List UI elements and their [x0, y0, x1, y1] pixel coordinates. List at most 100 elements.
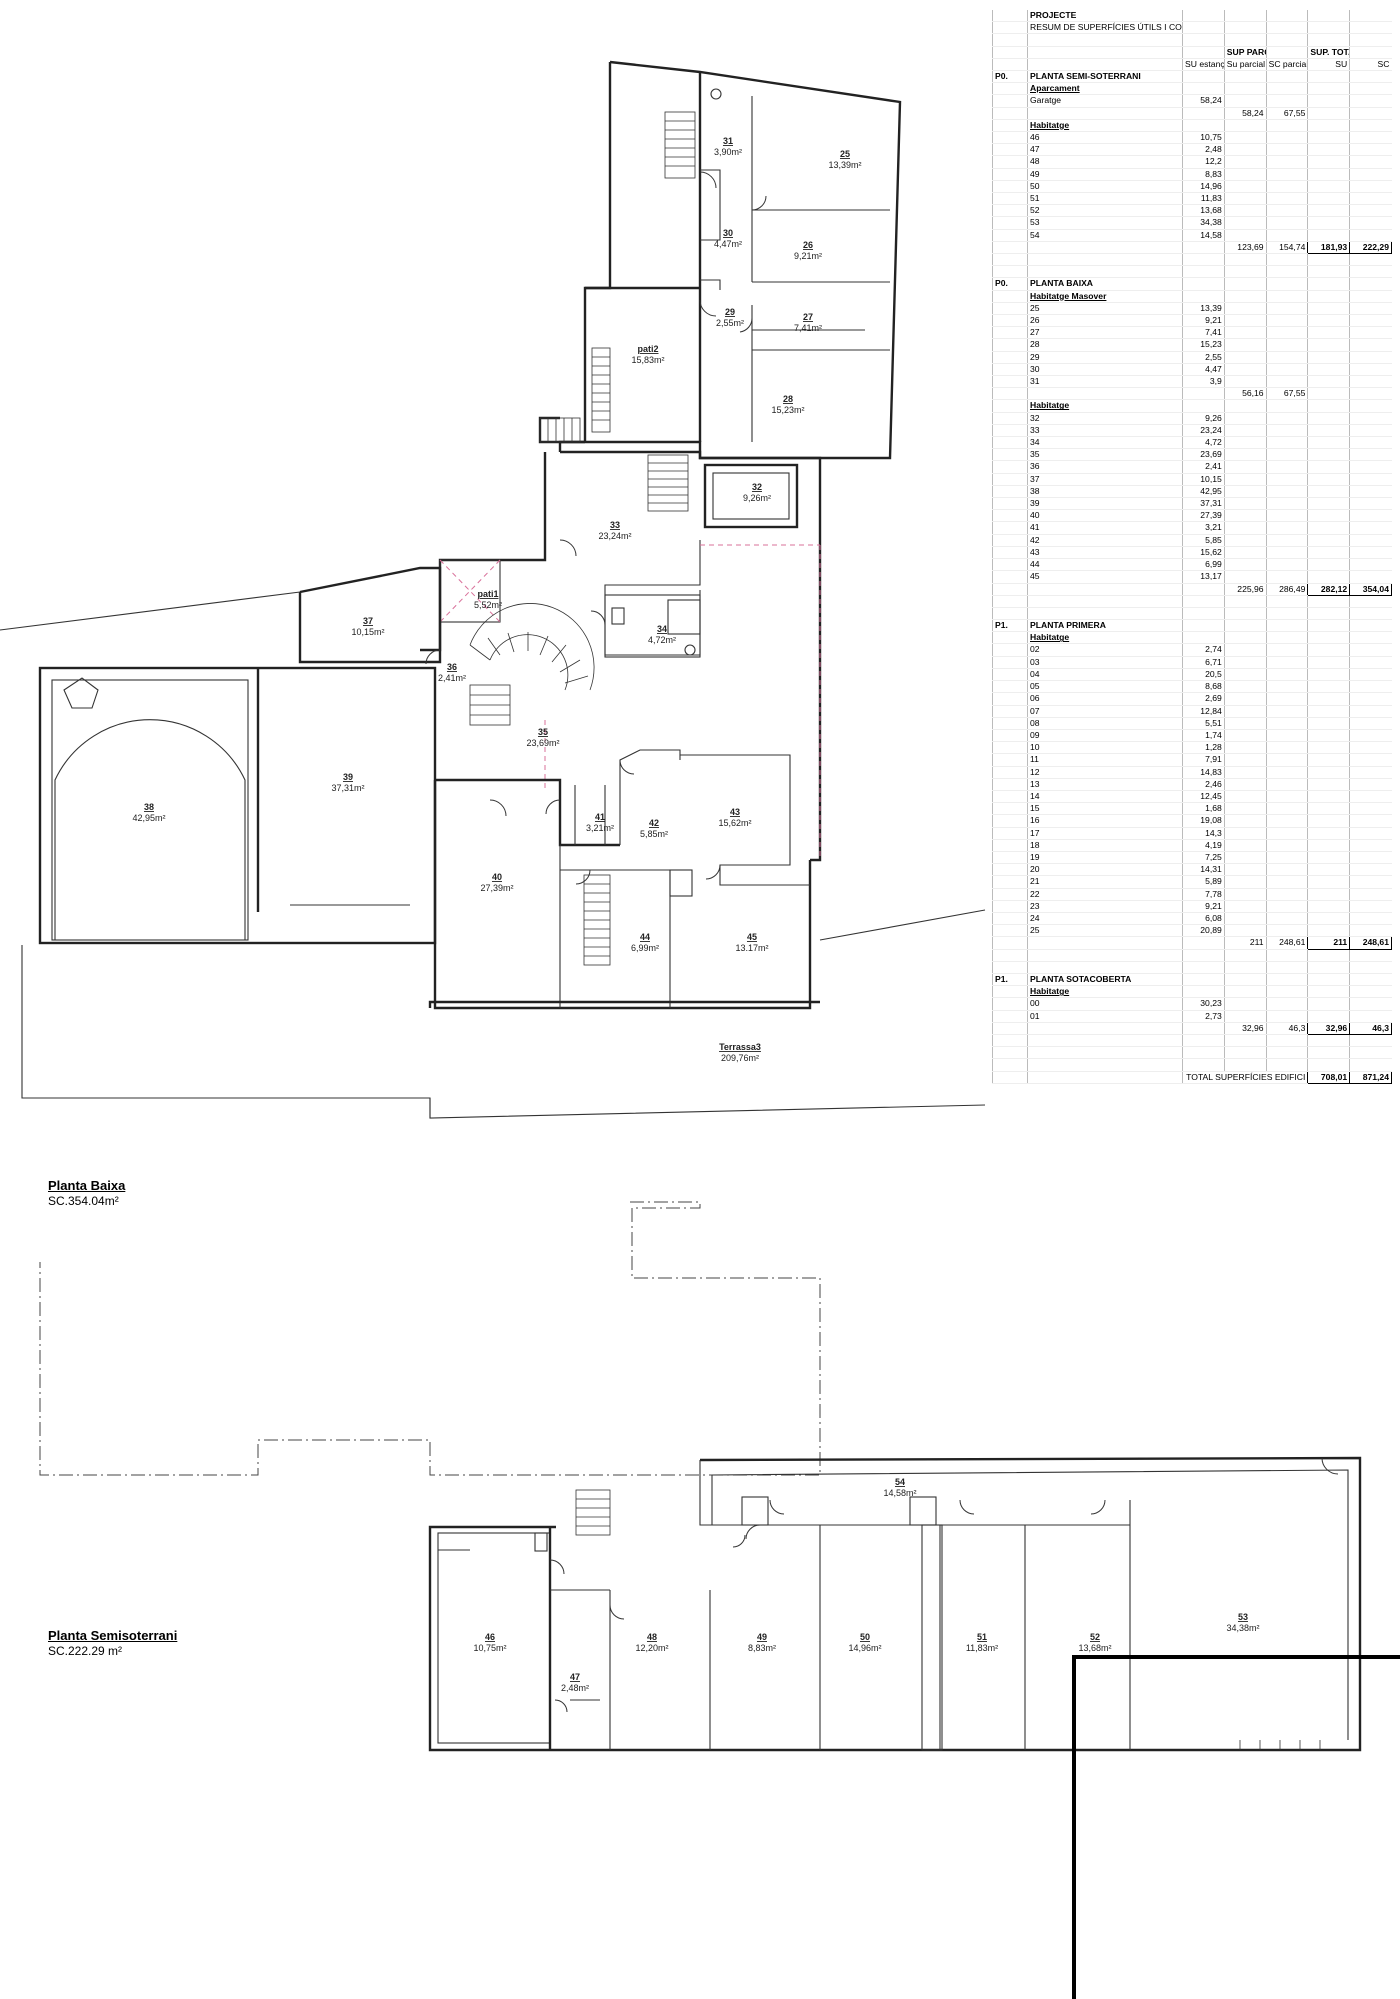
table-cell [992, 10, 1028, 23]
baixa-room-27-area: 7,41m² [794, 323, 822, 333]
table-cell [1265, 961, 1308, 974]
table-cell: 10,75 [1182, 131, 1225, 145]
table-cell [1349, 485, 1392, 499]
table-cell [1307, 302, 1350, 316]
table-cell [1349, 888, 1392, 901]
table-cell: 7,25 [1182, 851, 1225, 865]
table-cell [1265, 131, 1308, 145]
table-cell [1223, 1010, 1267, 1023]
table-cell [1307, 21, 1350, 35]
table-cell [1223, 277, 1267, 291]
table-cell [1307, 473, 1350, 486]
table-cell: 46,3 [1349, 1021, 1392, 1035]
table-cell [992, 253, 1028, 267]
table-cell: 38 [1027, 485, 1183, 499]
table-cell: Habitatge [1027, 399, 1183, 413]
table-cell [992, 827, 1028, 840]
section-header-row: P1.PLANTA PRIMERA [992, 619, 1392, 633]
table-cell: 14,96 [1182, 180, 1225, 194]
table-cell [1223, 741, 1267, 755]
table-cell [992, 1046, 1028, 1060]
table-cell [1307, 143, 1350, 157]
table-cell [1182, 21, 1225, 35]
table-cell: 282,12 [1307, 582, 1351, 596]
table-cell [1349, 436, 1392, 450]
table-cell: 46,3 [1265, 1021, 1308, 1035]
baixa-room-31-area: 3,90m² [714, 147, 742, 157]
table-cell [992, 21, 1028, 35]
planta-baixa-walls [0, 60, 986, 1119]
table-cell: 9,21 [1182, 314, 1225, 328]
table-cell: 2,69 [1182, 692, 1225, 706]
table-cell [1027, 961, 1183, 974]
table-cell [1223, 314, 1267, 328]
table-cell: 123,69 [1223, 240, 1267, 255]
table-cell [1265, 827, 1308, 840]
table-cell [1027, 33, 1183, 47]
table-cell [1223, 10, 1267, 23]
table-cell [1349, 180, 1392, 194]
section-header-row: P0.PLANTA SEMI-SOTERRANI [992, 70, 1392, 84]
table-cell [1265, 168, 1308, 181]
table-cell: 14,83 [1182, 766, 1225, 779]
table-cell [1307, 985, 1350, 999]
baixa-room-36-area: 2,41m² [438, 673, 466, 683]
table-cell [1223, 802, 1267, 816]
table-cell [1265, 326, 1308, 340]
table-cell [1307, 839, 1350, 852]
baixa-room-29-area: 2,55m² [716, 318, 744, 328]
table-cell [1349, 106, 1392, 120]
table-cell [992, 424, 1028, 438]
table-cell: 23,69 [1182, 448, 1225, 462]
table-cell [1027, 595, 1183, 608]
table-cell: 01 [1027, 1010, 1183, 1023]
table-cell: 5,89 [1182, 875, 1225, 889]
table-cell [1223, 1058, 1267, 1072]
table-cell [1027, 1034, 1183, 1048]
table-cell [1027, 607, 1183, 621]
table-cell: 211 [1223, 936, 1267, 950]
table-cell [1223, 351, 1267, 364]
table-cell [992, 436, 1028, 450]
table-cell [1349, 387, 1392, 401]
table-cell [992, 33, 1028, 47]
table-cell [1307, 314, 1350, 328]
table-cell [992, 509, 1028, 523]
table-cell [1182, 1046, 1225, 1060]
table-cell: 29 [1027, 351, 1183, 364]
semi-room-47-id: 47 [570, 1672, 580, 1682]
table-cell [992, 949, 1028, 962]
table-cell [1349, 302, 1392, 316]
spacer-row [992, 961, 1392, 974]
baixa-room-Terrassa3-area: 209,76m² [721, 1053, 759, 1063]
table-cell [992, 802, 1028, 816]
table-cell [1349, 155, 1392, 169]
table-cell [992, 680, 1028, 694]
grand-total-label: TOTAL SUPERFÍCIES EDIFICI [1181, 1071, 1308, 1084]
table-cell [1349, 277, 1392, 291]
table-cell: 12 [1027, 766, 1183, 779]
grand-total-sc: 871,24 [1349, 1070, 1392, 1084]
baixa-room-pati2-area: 15,83m² [631, 355, 664, 365]
table-cell [1307, 668, 1350, 682]
table-cell [1349, 399, 1392, 413]
table-cell: 40 [1027, 509, 1183, 523]
table-cell: 1,68 [1182, 802, 1225, 816]
table-cell: 181,93 [1307, 240, 1351, 255]
group-name-row: Habitatge [992, 985, 1392, 999]
semi-room-49-id: 49 [757, 1632, 767, 1642]
table-cell [1182, 277, 1225, 291]
table-cell [1027, 936, 1183, 950]
table-cell: PLANTA BAIXA [1027, 277, 1183, 291]
table-cell [1307, 131, 1350, 145]
table-cell [1265, 10, 1308, 23]
table-cell [1223, 460, 1267, 474]
